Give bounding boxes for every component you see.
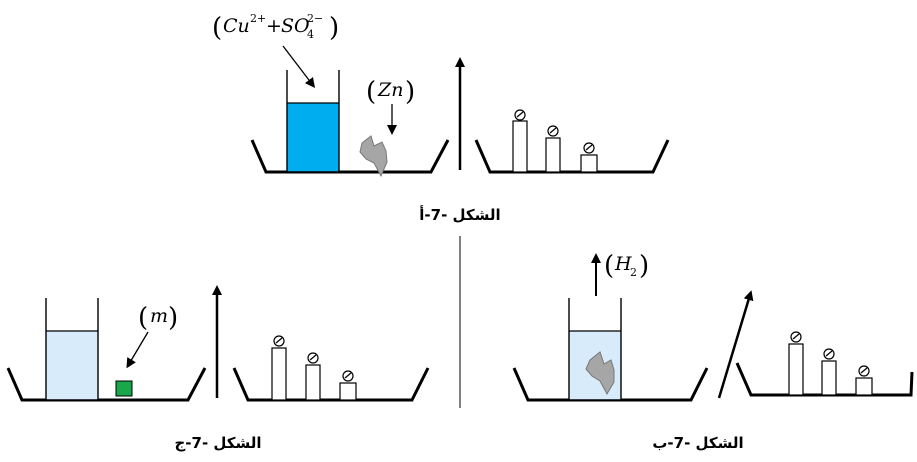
svg-text:+: +: [266, 15, 282, 37]
metal-label-c: ( m ): [138, 303, 178, 333]
figure-b: ( H 2 ) الشكل -7-ب: [512, 251, 914, 452]
svg-text:H: H: [614, 253, 632, 275]
svg-text:): ): [168, 303, 178, 333]
svg-text:2: 2: [630, 266, 637, 279]
svg-text:2−: 2−: [307, 12, 323, 25]
metal-label-a-text: Zn: [377, 79, 403, 101]
balance-pan-right-c: [232, 367, 430, 402]
svg-text:): ): [639, 251, 649, 281]
balance-pan-right-a: [474, 139, 670, 174]
balance-pan-left-c: [6, 367, 207, 402]
beaker-solution-a: [287, 103, 339, 172]
svg-text:SO: SO: [281, 15, 310, 37]
svg-text:(: (: [212, 13, 222, 43]
caption-b: الشكل -7-ب: [652, 434, 743, 452]
figure-c: ( m ) الشكل -7-ج: [6, 285, 430, 452]
svg-text:(: (: [604, 251, 614, 281]
metal-label-c-text: m: [150, 305, 168, 327]
beaker-b: [568, 298, 622, 401]
metal-label-a: ( Zn ): [366, 77, 415, 107]
svg-text:(: (: [138, 303, 148, 333]
gas-label-b: ( H 2 ): [604, 251, 649, 281]
svg-text:4: 4: [307, 28, 314, 41]
beaker-c: [45, 298, 99, 401]
balance-needle-b: [717, 290, 754, 399]
caption-c: الشكل -7-ج: [174, 434, 261, 452]
zinc-piece-b: [585, 351, 615, 396]
balance-pan-left-a: [250, 139, 450, 174]
weight-icon: [512, 109, 598, 173]
metal-cube-c: [115, 380, 133, 397]
weight-icon: [271, 335, 357, 401]
solution-pointer-arrow: [282, 45, 316, 88]
svg-text:): ): [405, 77, 415, 107]
zinc-piece-a: [359, 135, 388, 178]
svg-text:Cu: Cu: [223, 15, 250, 37]
svg-text:): ): [329, 13, 339, 43]
figure-a: ( Cu 2+ + SO 2− 4 ) ( Zn ): [212, 12, 670, 224]
metal-pointer-arrow-c: [126, 331, 149, 369]
beaker-a: [286, 70, 340, 173]
solution-label-a: ( Cu 2+ + SO 2− 4 ): [212, 12, 339, 43]
svg-text:2+: 2+: [250, 12, 266, 25]
weight-icon: [788, 331, 873, 396]
caption-a: الشكل -7-أ: [419, 205, 500, 224]
beaker-solution-c: [46, 331, 98, 400]
svg-text:(: (: [366, 77, 376, 107]
